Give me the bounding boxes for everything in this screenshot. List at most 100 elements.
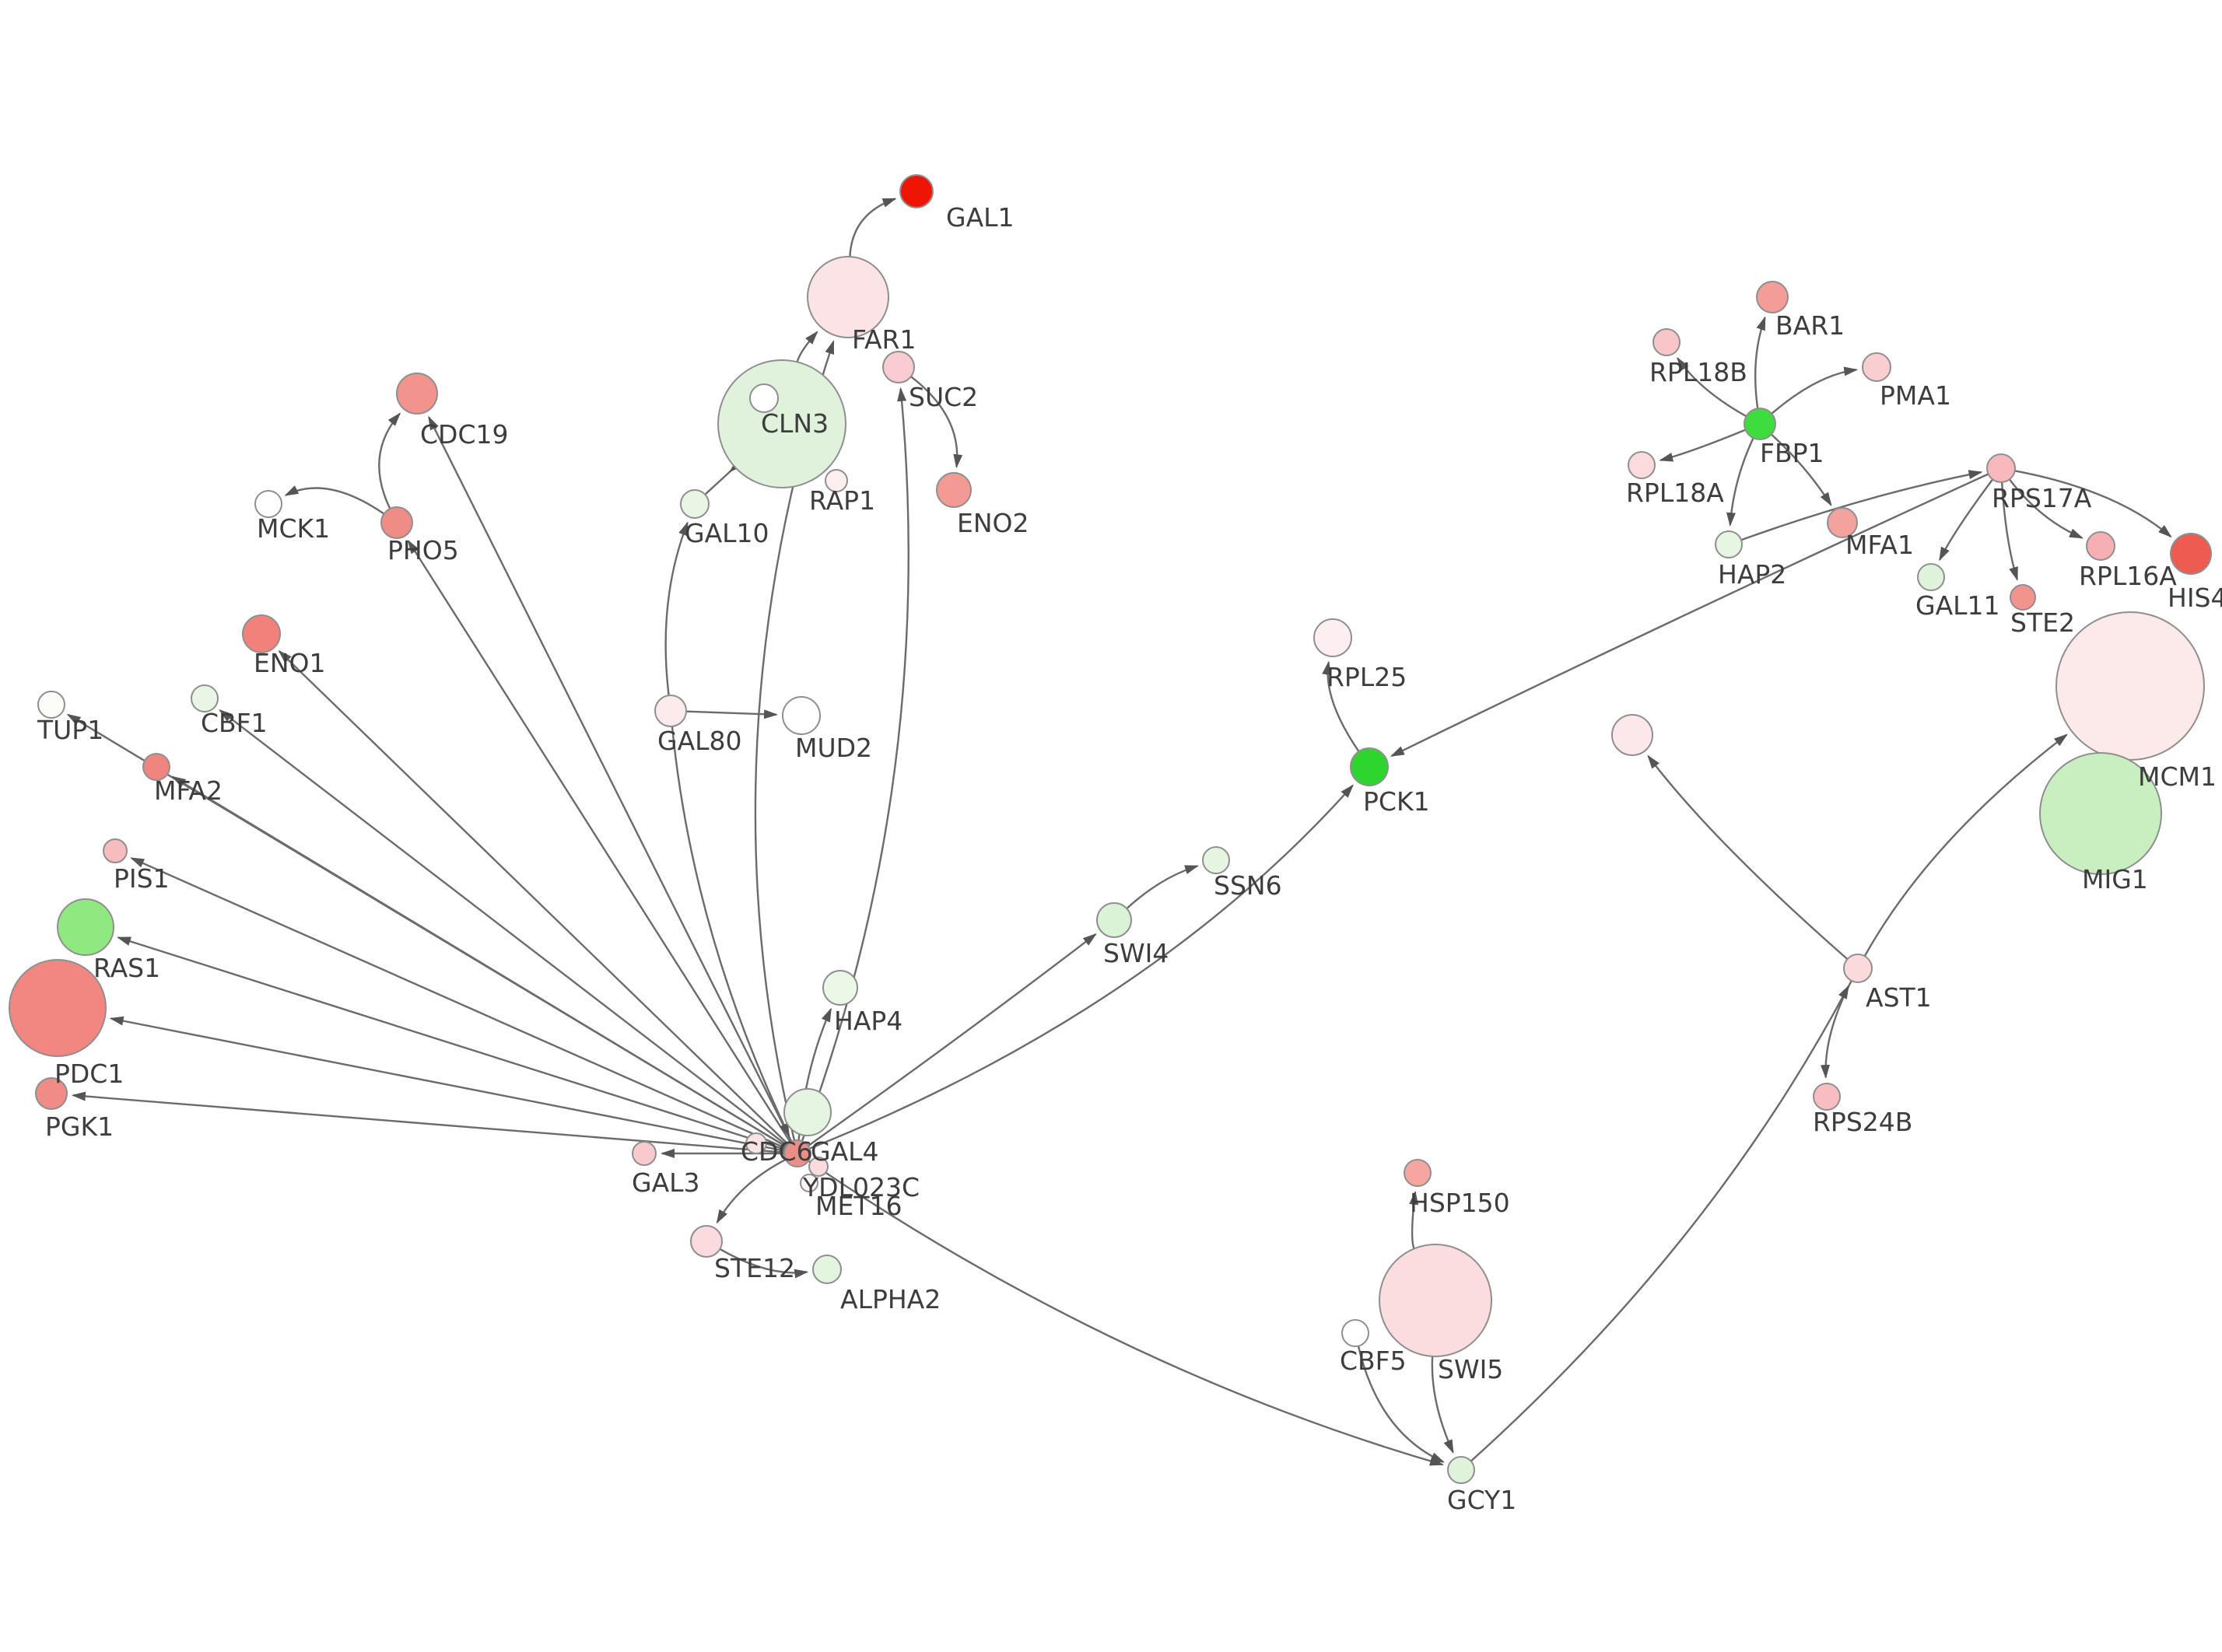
edge-GAL80-GAL10[interactable] [664, 521, 689, 696]
edge-FBP1-MFA1[interactable] [1770, 433, 1832, 506]
node-YDL023C[interactable] [808, 1157, 829, 1177]
node-PCK1[interactable] [1350, 747, 1389, 786]
node-STE12[interactable] [690, 1225, 723, 1258]
node-CLN3[interactable] [717, 359, 846, 488]
node-GAL10[interactable] [680, 489, 710, 519]
node-MIG1[interactable] [2039, 752, 2162, 875]
node-PGK1[interactable] [35, 1077, 68, 1110]
edge-RPS17A-RPL16A[interactable] [2008, 478, 2084, 539]
node-GAL1[interactable] [899, 174, 934, 208]
node-GAL80[interactable] [654, 695, 687, 727]
edge-SWI5-GCY1[interactable] [1431, 1356, 1454, 1454]
node-RPL25[interactable] [1313, 618, 1352, 657]
edge-SWI5-HSP150[interactable] [1409, 1190, 1419, 1249]
edge-GAL4-CBF1[interactable] [219, 709, 788, 1146]
node-GAL4[interactable] [783, 1139, 811, 1167]
node-CDC6[interactable] [745, 1132, 767, 1154]
node-ENO1[interactable] [242, 614, 281, 653]
node-unlabeled-2[interactable] [783, 1088, 832, 1136]
node-unlabeled-1[interactable] [749, 383, 779, 413]
node-RAS1[interactable] [57, 898, 114, 956]
node-CBF5[interactable] [1341, 1319, 1369, 1347]
edge-SWI4-SSN6[interactable] [1126, 865, 1200, 910]
edge-GAL10-CLN3[interactable] [704, 459, 743, 495]
node-PDC1[interactable] [9, 959, 107, 1057]
node-RPS17A[interactable] [1986, 453, 2016, 483]
edge-FBP1-BAR1[interactable] [1754, 316, 1766, 409]
edge-FBP1-HAP2[interactable] [1726, 437, 1754, 527]
node-HAP4[interactable] [822, 970, 858, 1006]
edge-GAL80-MUD2[interactable] [685, 709, 779, 719]
edge-GAL80-GAL4[interactable] [671, 726, 790, 1138]
node-SWI5[interactable] [1379, 1244, 1492, 1357]
edge-FBP1-RPL18B[interactable] [1677, 356, 1747, 418]
node-ENO2[interactable] [936, 472, 972, 508]
node-TUP1[interactable] [37, 691, 65, 719]
edge-AST1-unlabeled-3[interactable] [1647, 754, 1849, 961]
node-ALPHA2[interactable] [812, 1255, 842, 1284]
node-MCK1[interactable] [254, 490, 282, 518]
edge-RPS17A-PCK1[interactable] [1390, 473, 1989, 758]
edge-GAL4-GCY1[interactable] [808, 1160, 1444, 1466]
edge-HAP2-RPS17A[interactable] [1740, 470, 1983, 541]
edge-GAL4-PHO5[interactable] [407, 539, 791, 1143]
node-HSP150[interactable] [1404, 1159, 1432, 1187]
edge-FAR1-GAL1[interactable] [849, 198, 897, 257]
edge-GAL4-SWI4[interactable] [808, 933, 1097, 1147]
node-FBP1[interactable] [1744, 408, 1776, 440]
edge-GAL4-CDC19[interactable] [428, 415, 793, 1143]
node-CBF1[interactable] [191, 684, 219, 712]
node-MFA2[interactable] [142, 753, 170, 781]
edge-GAL4-PIS1[interactable] [130, 857, 786, 1150]
edge-CLN3-FAR1[interactable] [796, 331, 818, 362]
node-MUD2[interactable] [782, 696, 821, 735]
node-MET16[interactable] [800, 1174, 818, 1192]
edge-RPS17A-STE2[interactable] [2000, 481, 2018, 582]
edge-GAL4-PCK1[interactable] [809, 784, 1355, 1150]
node-HAP2[interactable] [1715, 530, 1743, 558]
node-unlabeled-3[interactable] [1611, 714, 1653, 756]
edge-GAL4-ENO1[interactable] [278, 649, 789, 1146]
edge-AST1-MCM1[interactable] [1863, 733, 2068, 957]
node-MCM1[interactable] [2056, 611, 2205, 761]
edge-GAL4-STE12[interactable] [716, 1158, 787, 1224]
edge-PHO5-MCK1[interactable] [284, 485, 385, 515]
node-SSN6[interactable] [1202, 846, 1230, 874]
edge-PHO5-CDC19[interactable] [378, 412, 401, 509]
edge-GCY1-AST1[interactable] [1470, 985, 1849, 1462]
edge-STE12-ALPHA2[interactable] [719, 1248, 809, 1279]
edge-GAL4-PGK1[interactable] [71, 1091, 785, 1153]
edge-GAL4-PDC1[interactable] [109, 1016, 785, 1152]
edge-GAL4-RAS1[interactable] [117, 936, 786, 1150]
node-BAR1[interactable] [1756, 281, 1789, 313]
edge-FBP1-PMA1[interactable] [1771, 366, 1859, 415]
node-CDC19[interactable] [396, 373, 438, 415]
edge-RPS17A-HIS4[interactable] [2014, 470, 2172, 538]
edge-FBP1-RPL18A[interactable] [1659, 429, 1746, 462]
node-MFA1[interactable] [1827, 507, 1858, 538]
node-STE2[interactable] [2010, 584, 2036, 611]
node-PMA1[interactable] [1862, 352, 1891, 382]
node-PIS1[interactable] [103, 838, 128, 863]
edge-CBF5-GCY1[interactable] [1357, 1346, 1446, 1463]
edge-SUC2-ENO2[interactable] [910, 376, 963, 469]
node-AST1[interactable] [1843, 954, 1873, 983]
node-GAL3[interactable] [632, 1141, 657, 1166]
node-SWI4[interactable] [1096, 902, 1132, 938]
edge-RPS17A-GAL11[interactable] [1939, 478, 1994, 562]
edge-GAL4-SUC2[interactable] [801, 387, 909, 1142]
edge-GAL4-MFA2[interactable] [171, 775, 787, 1148]
node-HIS4[interactable] [2170, 533, 2212, 575]
node-RPL18A[interactable] [1628, 451, 1656, 479]
edge-AST1-RPS24B[interactable] [1820, 980, 1852, 1080]
edge-PCK1-RPL25[interactable] [1322, 660, 1360, 752]
node-RPL16A[interactable] [2086, 531, 2115, 561]
node-SUC2[interactable] [882, 351, 915, 383]
node-PHO5[interactable] [380, 506, 413, 539]
node-FAR1[interactable] [807, 256, 889, 338]
node-GCY1[interactable] [1447, 1456, 1475, 1484]
node-RAP1[interactable] [825, 469, 848, 492]
node-GAL11[interactable] [1917, 563, 1945, 591]
node-RPS24B[interactable] [1813, 1083, 1841, 1111]
